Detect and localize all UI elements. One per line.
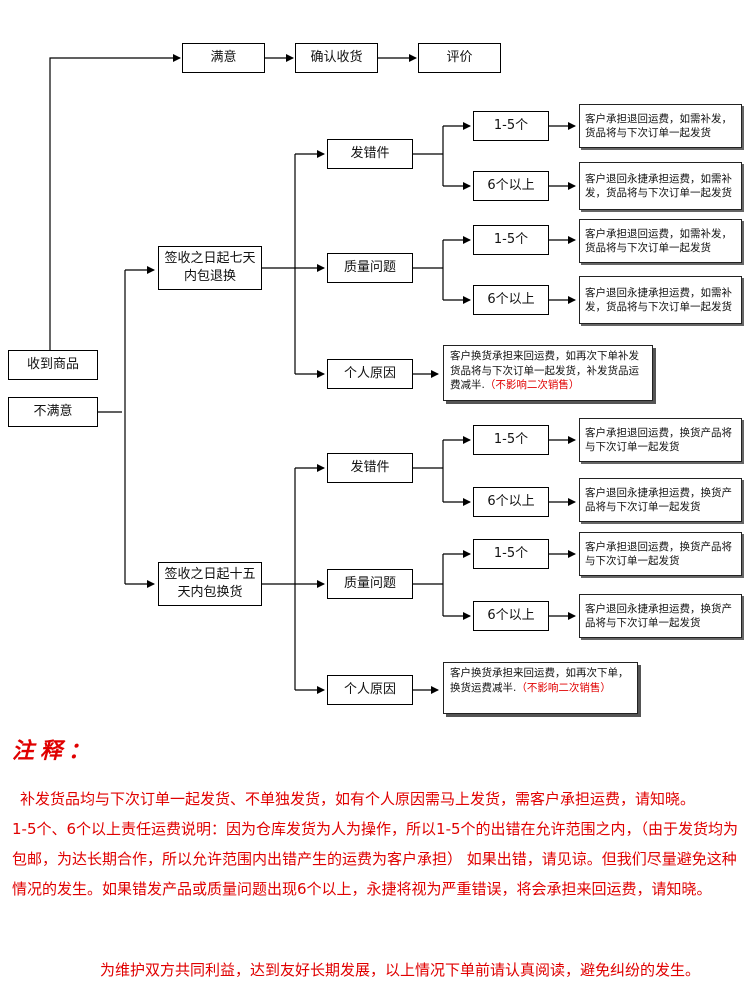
result-15-personal-tag: （不影响二次销售） — [516, 681, 611, 694]
wrong-item-node-7: 发错件 — [327, 139, 413, 169]
result-15-personal: 客户换货承担来回运费，如再次下单，换货运费减半.（不影响二次销售） — [443, 662, 638, 714]
result-7-wrong-large: 客户退回永捷承担运费，如需补发，货品将与下次订单一起发货 — [579, 162, 742, 210]
range-small-node: 1-5个 — [473, 225, 549, 255]
result-7-wrong-small: 客户承担退回运费，如需补发，货品将与下次订单一起发货 — [579, 104, 742, 148]
result-15-personal-text: 客户换货承担来回运费，如再次下单，换货运费减半. — [450, 667, 629, 694]
flow-connectors — [49, 54, 576, 694]
result-7-personal-text: 客户换货承担来回运费，如再次下单补发货品将与下次订单一起发货，补发货品运费减半. — [450, 350, 639, 392]
result-15-quality-large: 客户退回永捷承担运费，换货产品将与下次订单一起发货 — [579, 594, 742, 638]
result-7-personal: 客户换货承担来回运费，如再次下单补发货品将与下次订单一起发货，补发货品运费减半.… — [443, 345, 653, 401]
policy-15day-node: 签收之日起十五天内包换货 — [158, 562, 262, 606]
result-7-quality-large: 客户退回永捷承担运费，如需补发，货品将与下次订单一起发货 — [579, 276, 742, 324]
result-7-personal-tag: （不影响二次销售） — [484, 379, 580, 392]
notes-paragraph-2: 1-5个、6个以上责任运费说明：因为仓库发货为人为操作，所以1-5个的出错在允许… — [12, 820, 739, 898]
range-large-node: 6个以上 — [473, 171, 549, 201]
review-node: 评价 — [418, 43, 501, 73]
satisfied-node: 满意 — [182, 43, 265, 73]
range-small-node: 1-5个 — [473, 539, 549, 569]
personal-node-7: 个人原因 — [327, 359, 413, 389]
result-7-quality-small: 客户承担退回运费，如需补发，货品将与下次订单一起发货 — [579, 219, 742, 263]
confirm-receipt-node: 确认收货 — [295, 43, 378, 73]
policy-7day-node: 签收之日起七天内包退换 — [158, 246, 262, 290]
wrong-item-node-15: 发错件 — [327, 453, 413, 483]
quality-node-7: 质量问题 — [327, 253, 413, 283]
range-small-node: 1-5个 — [473, 111, 549, 141]
range-large-node: 6个以上 — [473, 285, 549, 315]
notes-heading: 注释： — [12, 738, 97, 764]
quality-node-15: 质量问题 — [327, 569, 413, 599]
range-small-node: 1-5个 — [473, 425, 549, 455]
range-large-node: 6个以上 — [473, 487, 549, 517]
notes-paragraph-1: 补发货品均与下次订单一起发货、不单独发货，如有个人原因需马上发货，需客户承担运费… — [20, 790, 696, 808]
result-15-quality-small: 客户承担退回运费，换货产品将与下次订单一起发货 — [579, 532, 742, 576]
unsatisfied-node: 不满意 — [8, 397, 98, 427]
result-15-wrong-large: 客户退回永捷承担运费，换货产品将与下次订单一起发货 — [579, 478, 742, 522]
range-large-node: 6个以上 — [473, 601, 549, 631]
notes-paragraph-3: 为维护双方共同利益，达到友好长期发展，以上情况下单前请认真阅读，避免纠纷的发生。 — [100, 961, 701, 979]
result-15-wrong-small: 客户承担退回运费，换货产品将与下次订单一起发货 — [579, 418, 742, 462]
received-node: 收到商品 — [8, 350, 98, 380]
personal-node-15: 个人原因 — [327, 675, 413, 705]
